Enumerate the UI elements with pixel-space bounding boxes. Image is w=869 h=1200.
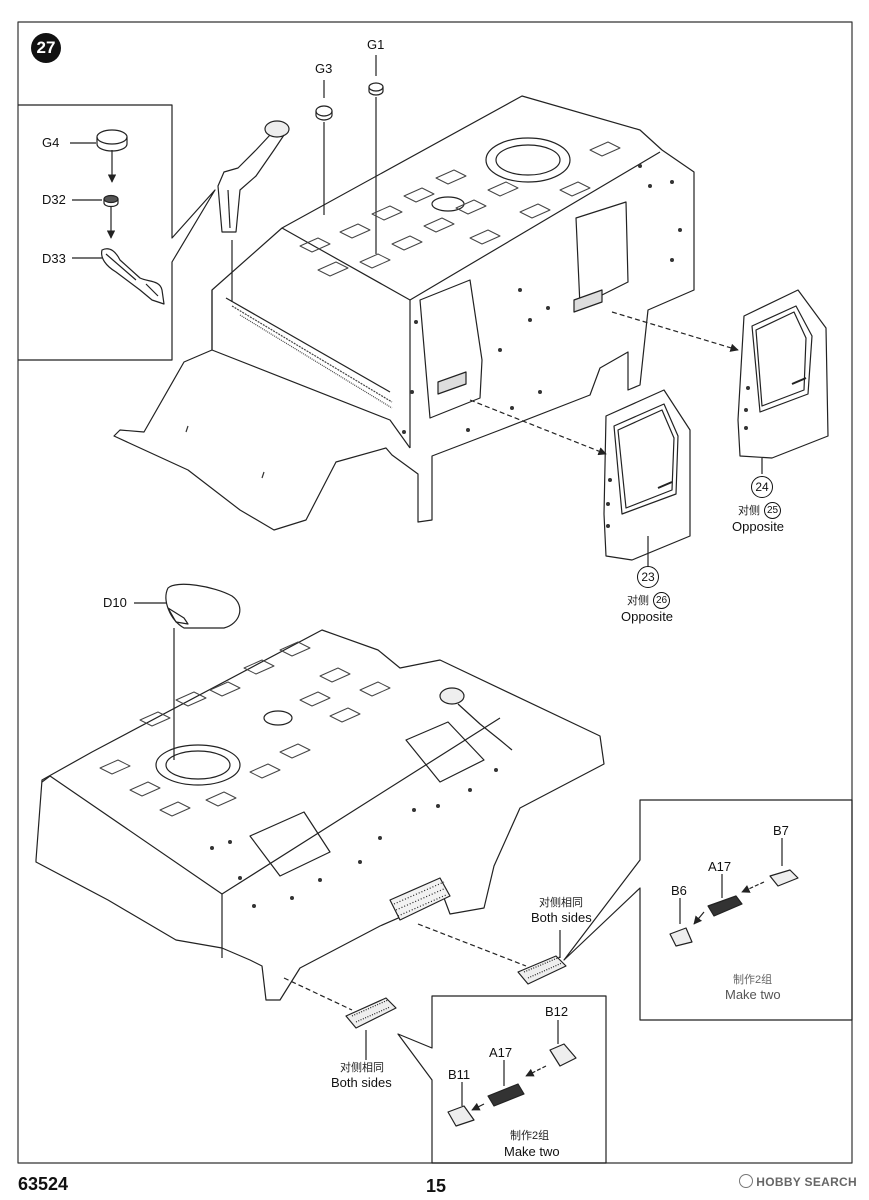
lower-hull bbox=[35, 629, 605, 1001]
part-number-25: 25 bbox=[764, 502, 781, 519]
make-two-en-bottom: Make two bbox=[504, 1144, 560, 1159]
opposite-en-right: Opposite bbox=[732, 519, 785, 534]
label-b6: B6 bbox=[671, 883, 687, 898]
page-number: 15 bbox=[426, 1176, 447, 1196]
both-sides-en-left: Both sides bbox=[331, 1075, 392, 1090]
part-b7 bbox=[769, 869, 799, 887]
label-b7: B7 bbox=[773, 823, 789, 838]
label-a17-bottom: A17 bbox=[489, 1045, 513, 1060]
label-a17-right: A17 bbox=[708, 859, 732, 874]
part-step-right bbox=[517, 955, 567, 985]
part-b11 bbox=[447, 1105, 475, 1127]
part-number-24: 24 bbox=[751, 476, 773, 498]
hobby-search-logo-icon bbox=[739, 1174, 754, 1188]
label-d33: D33 bbox=[42, 251, 66, 266]
part-a17-right bbox=[707, 895, 743, 917]
part-d32-ring bbox=[103, 194, 119, 208]
step-number-badge: 27 bbox=[31, 33, 61, 63]
callout-box-snorkel bbox=[18, 104, 216, 361]
upper-hull bbox=[113, 95, 695, 531]
part-b12 bbox=[549, 1043, 577, 1067]
callout-box-bottom bbox=[397, 995, 607, 1164]
kit-number: 63524 bbox=[18, 1174, 69, 1194]
label-d32: D32 bbox=[42, 192, 66, 207]
make-two-en-right: Make two bbox=[725, 987, 781, 1002]
callout-box-right bbox=[563, 799, 853, 1021]
opposite-cn-left: 对侧 bbox=[627, 595, 649, 607]
both-sides-en-right: Both sides bbox=[531, 910, 592, 925]
label-d10: D10 bbox=[103, 595, 127, 610]
both-sides-cn-right: 对侧相同 bbox=[539, 897, 583, 909]
page-frame bbox=[17, 21, 853, 1164]
both-sides-cn-left: 对侧相同 bbox=[340, 1062, 384, 1074]
watermark: HOBBY SEARCH bbox=[739, 1174, 857, 1189]
label-g4: G4 bbox=[42, 135, 60, 150]
part-door-24 bbox=[737, 289, 829, 459]
part-g3 bbox=[315, 105, 333, 121]
part-door-23 bbox=[603, 389, 691, 561]
label-b12: B12 bbox=[545, 1004, 569, 1019]
part-b6 bbox=[669, 927, 693, 947]
part-g4-cap bbox=[96, 129, 128, 152]
part-step-left bbox=[345, 997, 397, 1029]
make-two-cn-right: 制作2组 bbox=[733, 974, 773, 986]
part-d10-cover bbox=[165, 583, 241, 629]
make-two-cn-bottom: 制作2组 bbox=[510, 1130, 550, 1142]
opposite-cn-right: 对侧 bbox=[738, 505, 760, 517]
opposite-en-left: Opposite bbox=[621, 609, 674, 624]
watermark-text: HOBBY SEARCH bbox=[756, 1175, 857, 1189]
label-g1: G1 bbox=[367, 37, 385, 52]
part-snorkel-assembly bbox=[217, 120, 290, 233]
part-number-26: 26 bbox=[653, 592, 670, 609]
label-b11: B11 bbox=[448, 1067, 471, 1082]
part-a17-bottom bbox=[487, 1083, 525, 1107]
part-number-23: 23 bbox=[637, 566, 659, 588]
part-d33-snorkel bbox=[101, 248, 165, 305]
part-g1 bbox=[368, 82, 384, 96]
label-g3: G3 bbox=[315, 61, 333, 76]
